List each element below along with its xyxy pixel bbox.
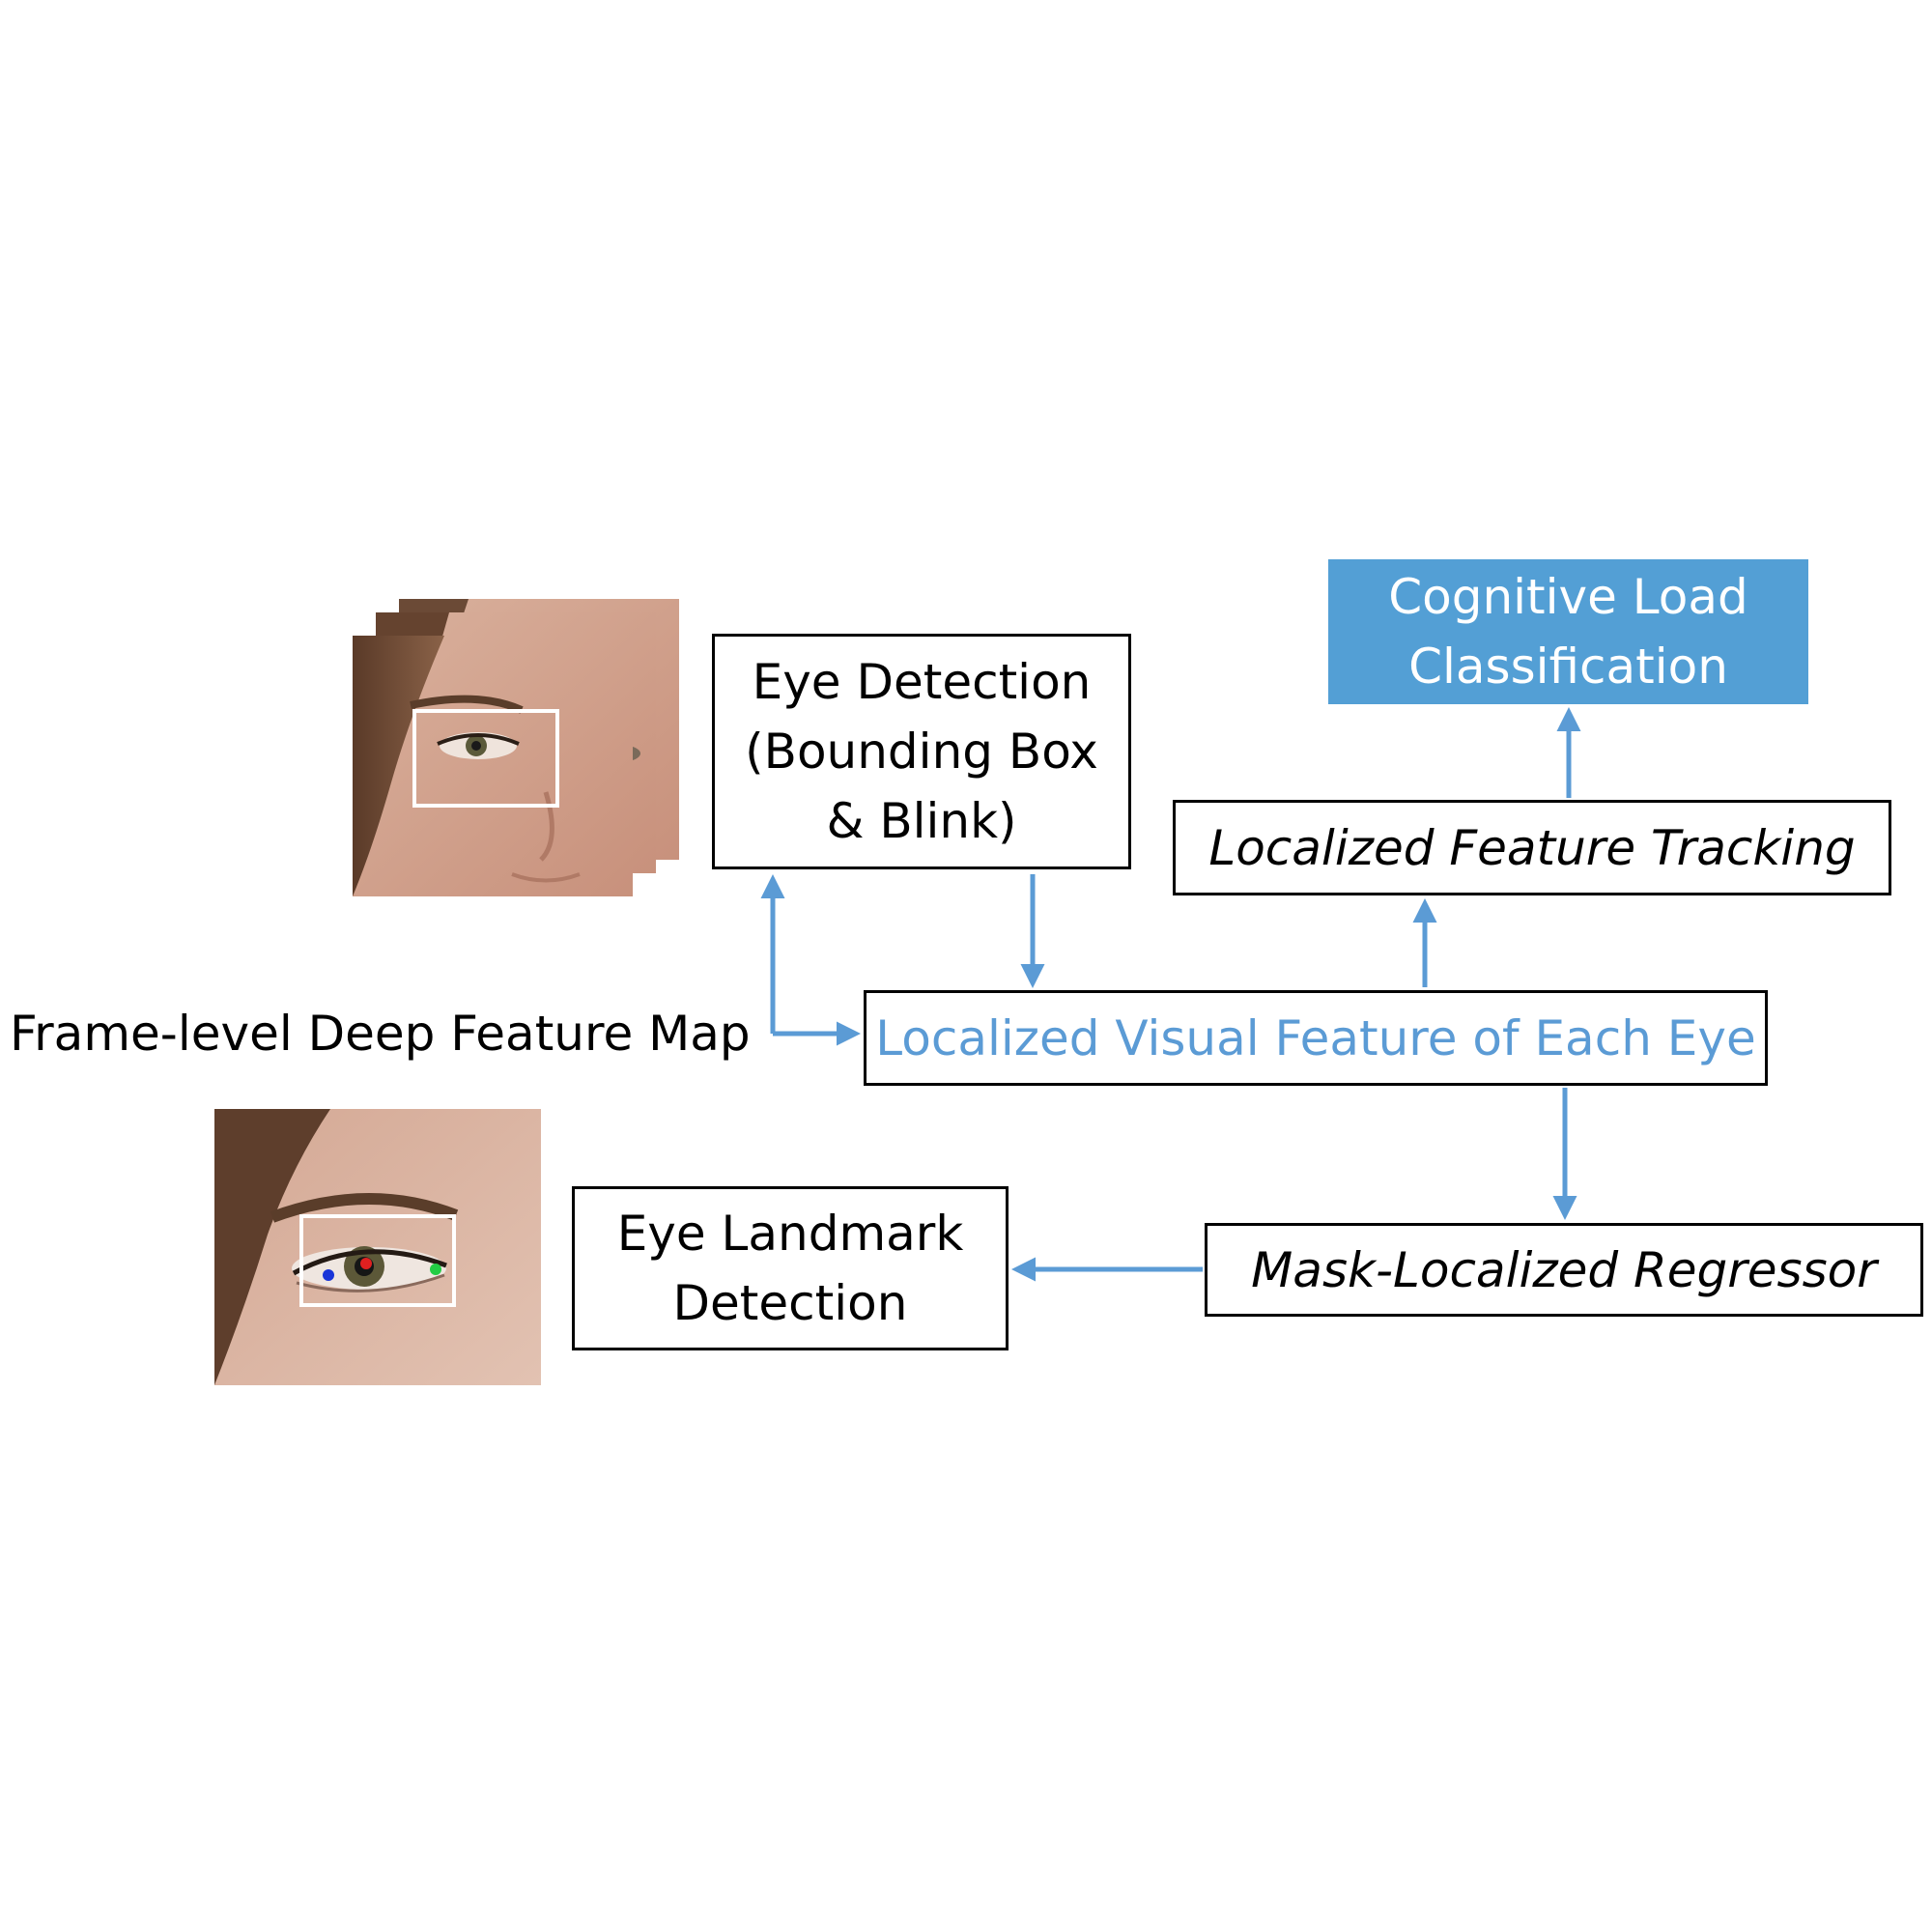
eye-landmark-line-2: Detection — [672, 1275, 908, 1331]
mask-localized-regressor-label: Mask-Localized Regressor — [1251, 1241, 1877, 1298]
landmark-point-outer — [430, 1264, 441, 1275]
eye-detection-line-1: Eye Detection — [752, 654, 1092, 710]
localized-visual-feature-box: Localized Visual Feature of Each Eye — [864, 990, 1768, 1086]
localized-feature-tracking-label: Localized Feature Tracking — [1208, 819, 1856, 876]
frame-level-label: Frame-level Deep Feature Map — [10, 1006, 751, 1062]
cognitive-load-box: Cognitive Load Classification — [1328, 559, 1808, 704]
eye-detection-line-2: (Bounding Box — [745, 724, 1098, 780]
eye-closeup-image — [214, 1109, 541, 1385]
mask-localized-regressor-box: Mask-Localized Regressor — [1205, 1223, 1923, 1317]
cognitive-load-line-2: Classification — [1408, 639, 1728, 695]
localized-visual-feature-label: Localized Visual Feature of Each Eye — [875, 1009, 1756, 1066]
landmark-point-pupil — [360, 1258, 372, 1269]
cognitive-load-line-1: Cognitive Load — [1388, 569, 1748, 625]
localized-feature-tracking-box: Localized Feature Tracking — [1173, 800, 1891, 895]
eye-closeup-svg — [214, 1109, 541, 1385]
eye-landmark-line-1: Eye Landmark — [616, 1206, 964, 1262]
eye-landmark-detection-box: Eye Landmark Detection — [572, 1186, 1009, 1350]
landmark-point-inner — [323, 1269, 334, 1281]
face-frame-stack — [353, 599, 681, 898]
face-frames-image — [353, 599, 679, 896]
eye-detection-box: Eye Detection (Bounding Box & Blink) — [712, 634, 1131, 869]
eye-detection-line-3: & Blink) — [826, 793, 1017, 849]
